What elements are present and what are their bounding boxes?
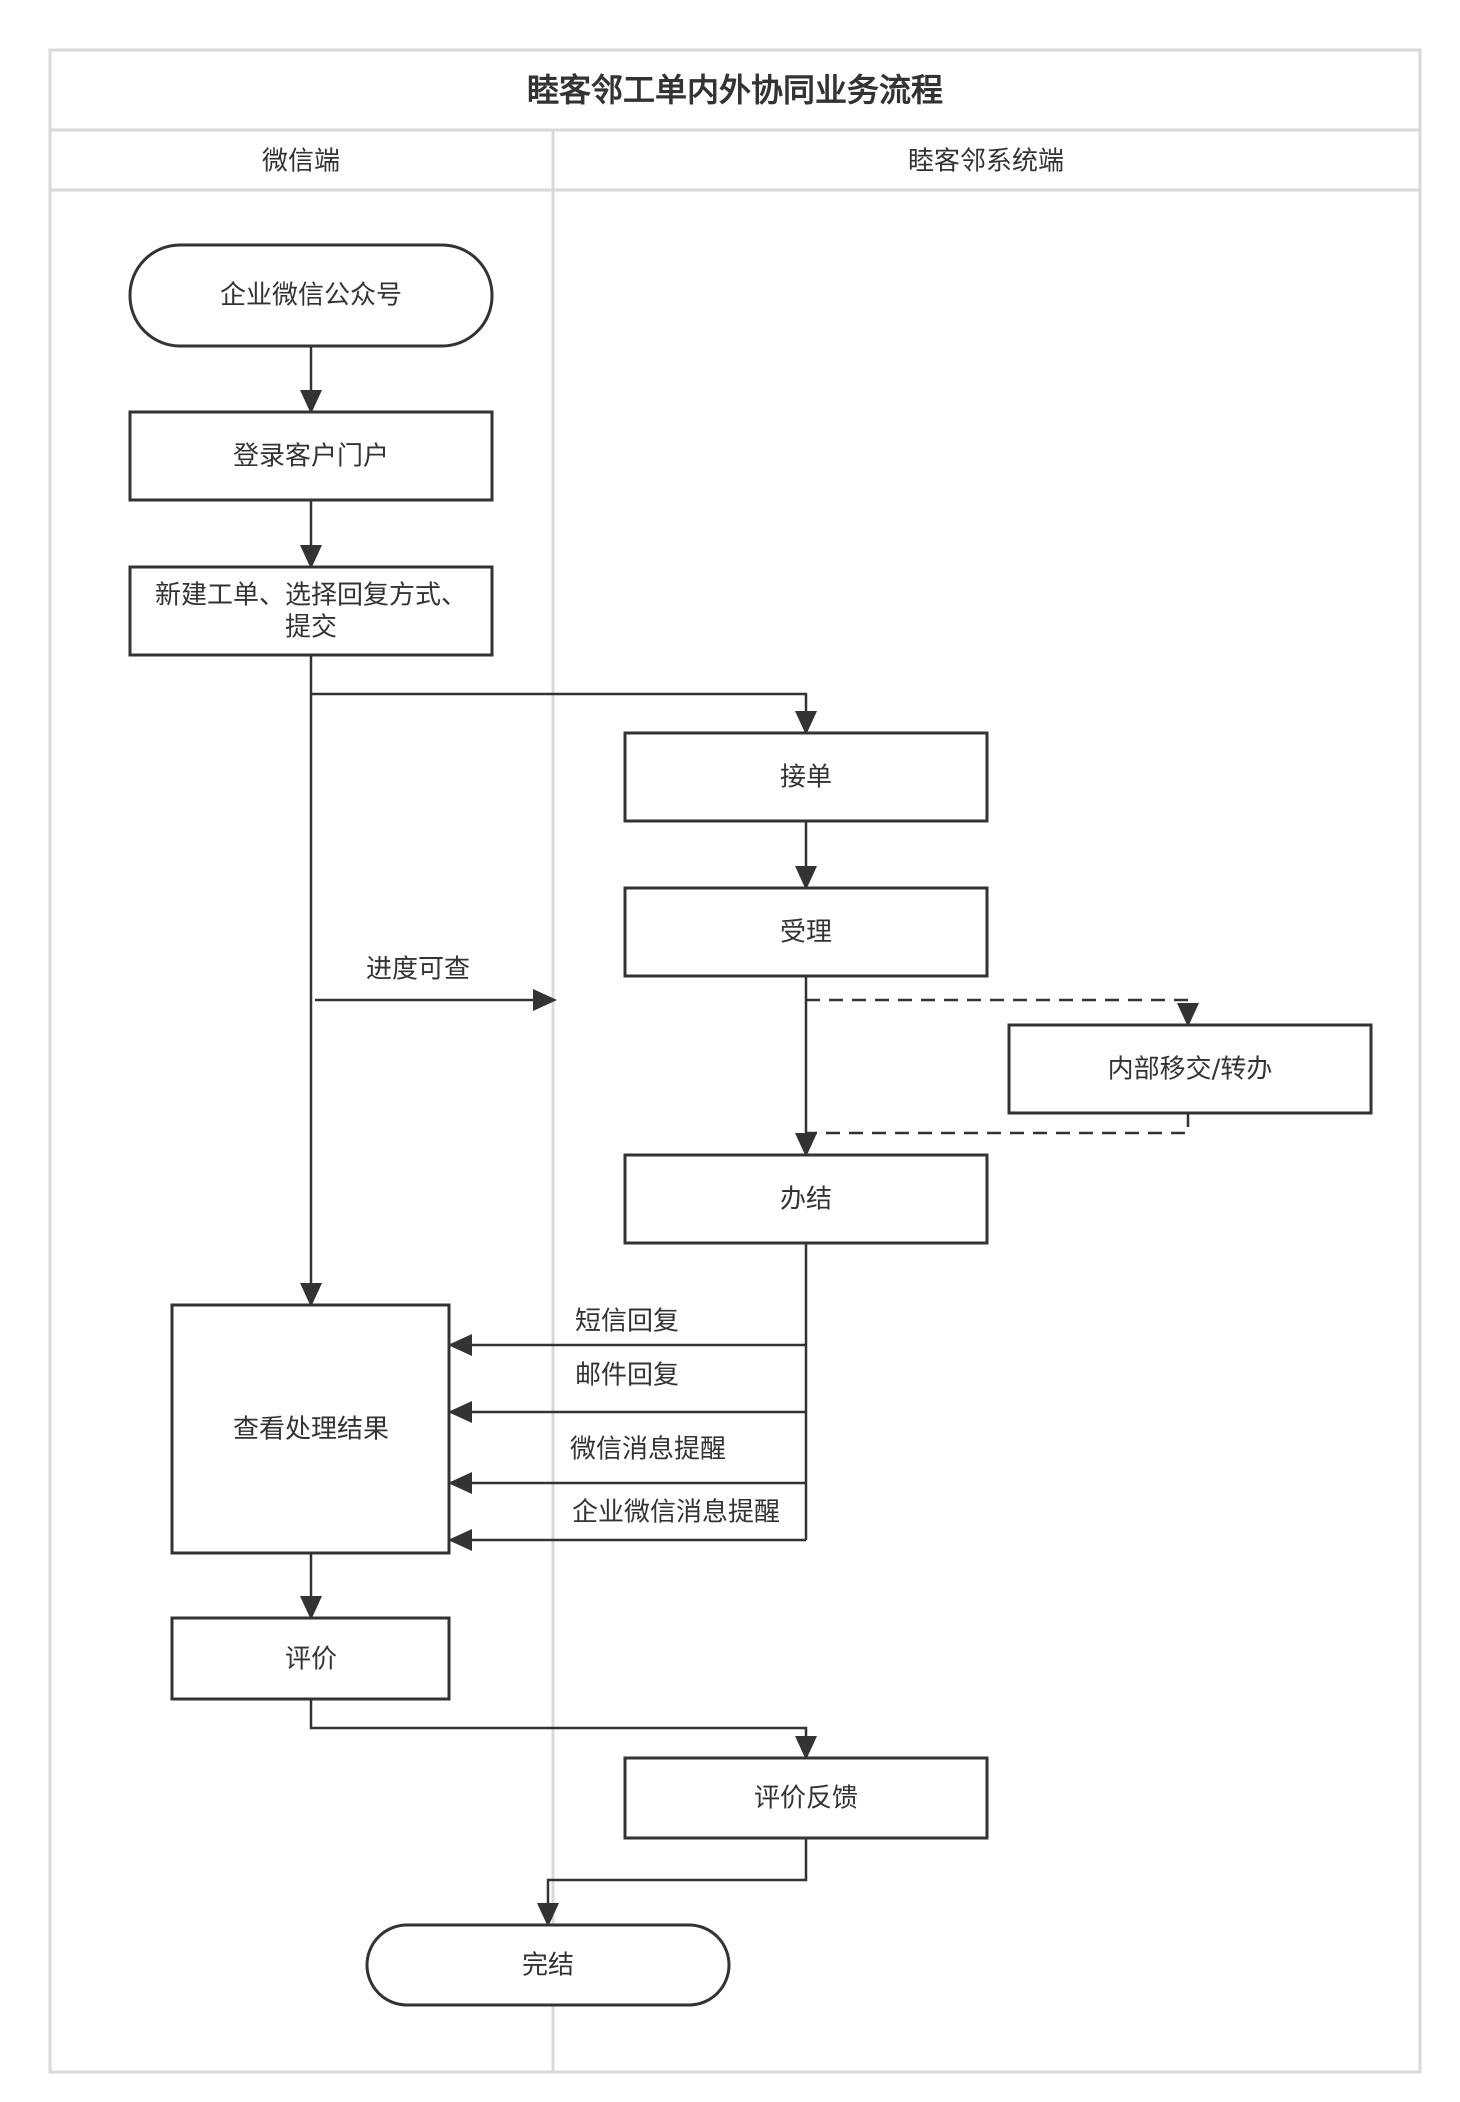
node-label: 受理: [780, 918, 832, 948]
node-accept: 接单: [623, 731, 989, 823]
lane-label-system: 睦客邻系统端: [908, 147, 1064, 177]
edge-label-email: 邮件回复: [575, 1361, 679, 1391]
node-transfer: 内部移交/转办: [1007, 1023, 1373, 1115]
node-create-ticket: 新建工单、选择回复方式、 提交: [128, 565, 494, 657]
node-label: 查看处理结果: [233, 1415, 389, 1445]
node-wechat-account: 企业微信公众号: [128, 243, 494, 348]
edge-transfer-to-finish: [806, 1113, 1190, 1135]
node-view-result: 查看处理结果: [170, 1303, 451, 1555]
node-label-line1: 新建工单、选择回复方式、: [155, 581, 467, 611]
node-login: 登录客户门户: [128, 410, 494, 502]
edge-create-to-accept: [311, 692, 817, 735]
diagram-title: 睦客邻工单内外协同业务流程: [527, 71, 943, 109]
edge-rate-to-feedback: [309, 1699, 817, 1760]
edge-label-sms: 短信回复: [575, 1307, 679, 1337]
edge-feedback-to-done: [537, 1838, 808, 1927]
node-rate: 评价: [170, 1616, 451, 1701]
node-label: 登录客户门户: [233, 442, 389, 472]
node-label-line2: 提交: [285, 613, 337, 643]
node-label: 内部移交/转办: [1108, 1055, 1273, 1085]
node-feedback: 评价反馈: [623, 1756, 989, 1840]
edge-label-work-wechat-msg: 企业微信消息提醒: [572, 1498, 780, 1528]
node-label: 企业微信公众号: [220, 281, 402, 311]
lane-label-wechat: 微信端: [262, 147, 340, 177]
edge-label-wechat-msg: 微信消息提醒: [570, 1435, 726, 1465]
node-label: 完结: [522, 1951, 574, 1981]
node-handle: 受理: [623, 886, 989, 978]
swimlane-frame: [48, 48, 1422, 2074]
node-done: 完结: [365, 1923, 731, 2007]
edge-label-progress: 进度可查: [366, 955, 470, 985]
node-label: 评价反馈: [754, 1784, 858, 1814]
node-label: 接单: [780, 763, 832, 793]
node-finish: 办结: [623, 1153, 989, 1245]
edge-handle-to-transfer: [806, 998, 1199, 1027]
node-label: 办结: [780, 1185, 832, 1215]
edges: [300, 347, 1199, 1927]
node-label: 评价: [285, 1645, 337, 1675]
